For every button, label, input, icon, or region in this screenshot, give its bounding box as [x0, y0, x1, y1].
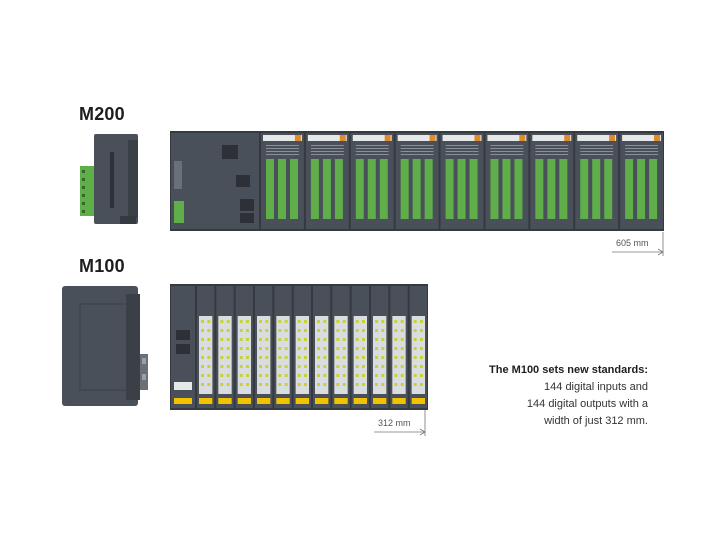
m100-io-module [390, 286, 408, 408]
m100-io-module [216, 286, 234, 408]
m200-front-view [170, 131, 664, 231]
m100-io-module [274, 286, 292, 408]
m200-io-module [350, 133, 394, 229]
m200-side-view [80, 134, 138, 224]
m100-title: M100 [79, 256, 125, 276]
m100-io-module [293, 286, 311, 408]
m200-io-module [305, 133, 349, 229]
m200-io-module [620, 133, 663, 229]
m100-dimension-label: 312 mm [378, 418, 411, 428]
m200-title: M200 [79, 104, 125, 124]
m200-dimension-label: 605 mm [616, 238, 649, 248]
m100-io-module [351, 286, 369, 408]
m100-io-module [332, 286, 350, 408]
m200-io-module [575, 133, 619, 229]
m100-cpu-module [171, 286, 195, 408]
m200-dimension-line [612, 232, 664, 256]
m200-io-module [440, 133, 484, 229]
m100-io-module [371, 286, 389, 408]
m100-front-view [170, 284, 428, 410]
caption-lead: The M100 sets new standards: [489, 364, 648, 376]
m200-cpu-module [171, 133, 259, 229]
m100-side-view [62, 286, 148, 406]
caption-line-3: width of just 312 mm. [544, 415, 648, 427]
m100-io-module [313, 286, 331, 408]
m100-io-module [235, 286, 253, 408]
m100-io-module [197, 286, 215, 408]
m200-io-module [485, 133, 529, 229]
caption-line-1: 144 digital inputs and [544, 381, 648, 393]
m200-io-module [261, 133, 304, 229]
m100-io-module [409, 286, 427, 408]
m200-io-module [395, 133, 439, 229]
m200-io-module [530, 133, 574, 229]
m100-caption: The M100 sets new standards: 144 digital… [448, 362, 648, 430]
caption-line-2: 144 digital outputs with a [526, 398, 648, 410]
m100-io-module [255, 286, 273, 408]
m100-dimension-line [374, 410, 426, 436]
